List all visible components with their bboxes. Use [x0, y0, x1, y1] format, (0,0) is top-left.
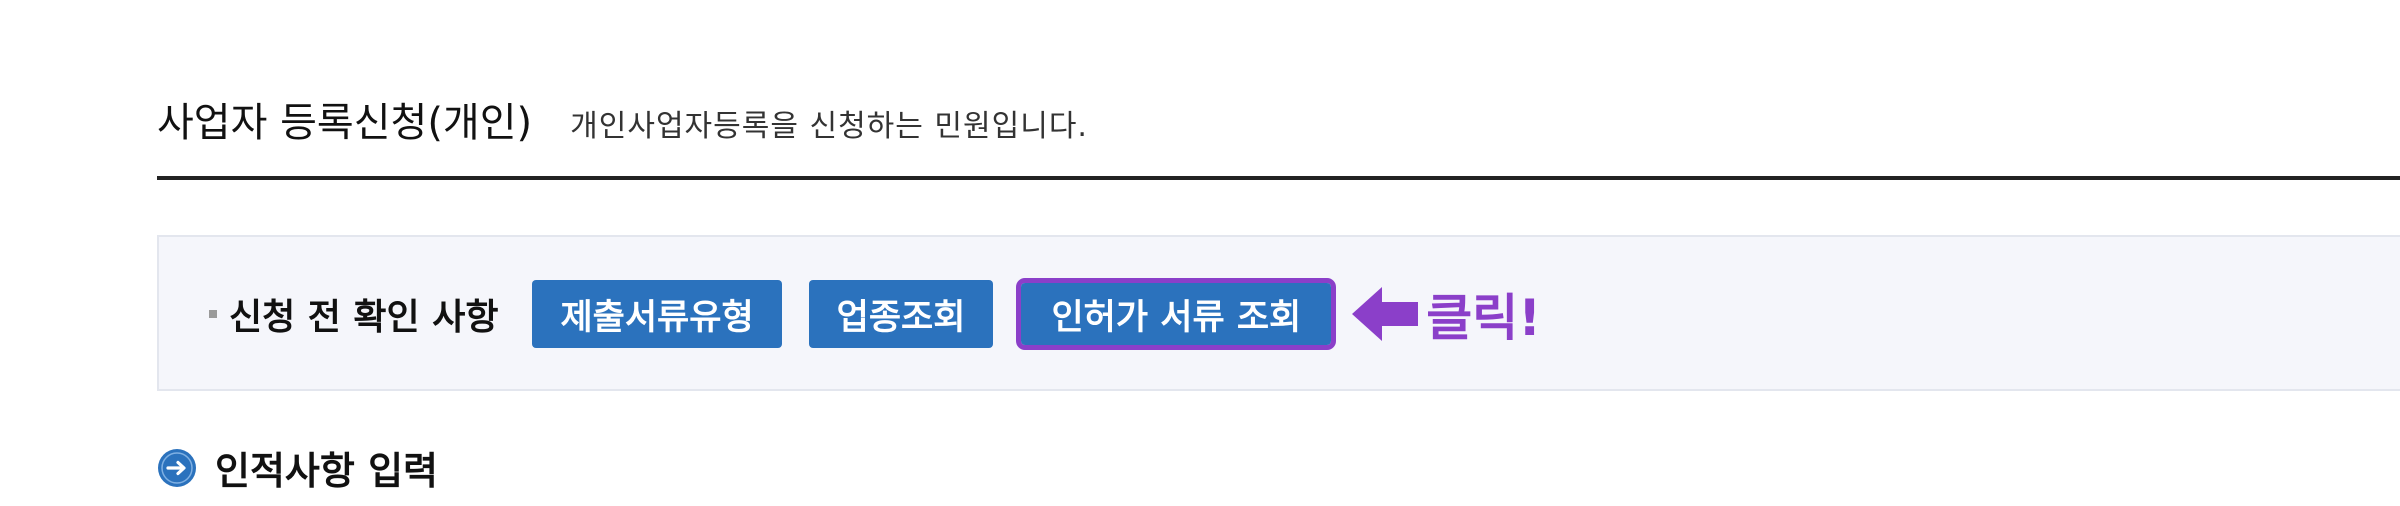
section-header: 인적사항 입력	[157, 440, 438, 495]
business-type-search-button[interactable]: 업종조회	[808, 280, 994, 348]
permit-document-search-button[interactable]: 인허가 서류 조회	[1021, 283, 1332, 345]
document-type-button[interactable]: 제출서류유형	[532, 280, 782, 348]
notice-row: 신청 전 확인 사항 제출서류유형 업종조회 인허가 서류 조회 클릭!	[209, 278, 1541, 350]
highlight-frame: 인허가 서류 조회	[1016, 278, 1337, 350]
title-divider	[157, 176, 2400, 180]
page-header: 사업자 등록신청(개인) 개인사업자등록을 신청하는 민원입니다.	[157, 90, 1088, 148]
page-subtitle: 개인사업자등록을 신청하는 민원입니다.	[570, 109, 1088, 144]
click-hint-text: 클릭!	[1426, 289, 1542, 347]
left-arrow-icon	[1352, 287, 1419, 341]
click-hint: 클릭!	[1352, 278, 1541, 350]
notice-label: 신청 전 확인 사항	[229, 297, 499, 338]
circle-arrow-right-icon	[158, 448, 196, 487]
page-title: 사업자 등록신청(개인)	[157, 100, 533, 146]
bullet-icon	[209, 310, 217, 318]
section-title: 인적사항 입력	[215, 449, 438, 493]
pre-application-notice-box: 신청 전 확인 사항 제출서류유형 업종조회 인허가 서류 조회 클릭!	[157, 235, 2400, 391]
